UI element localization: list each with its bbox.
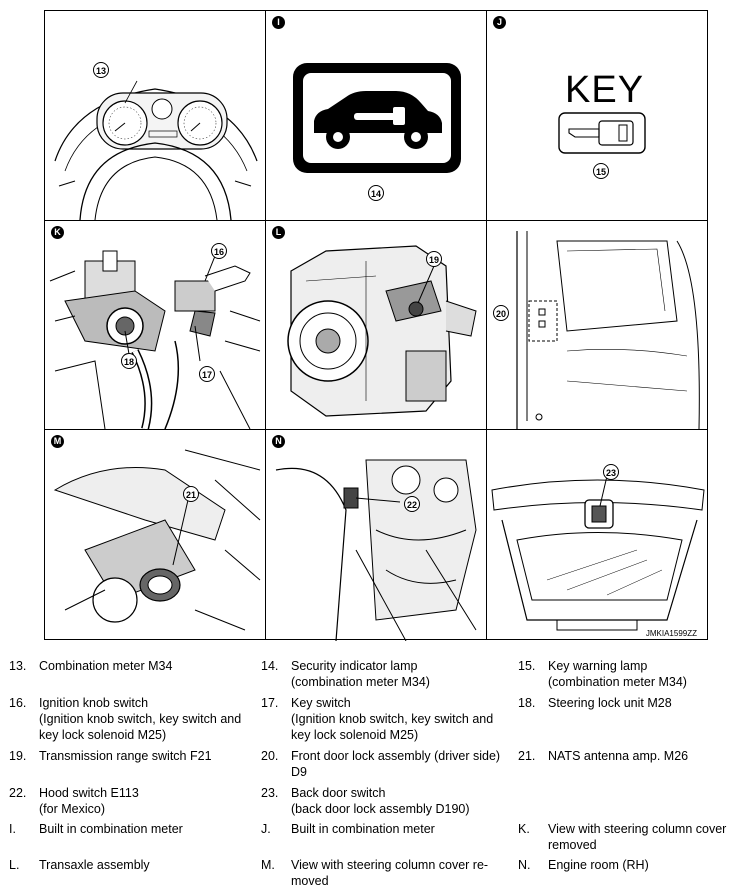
callout-20: 20 — [493, 305, 509, 321]
legend-text: Engine room (RH) — [548, 858, 649, 872]
legend-text: Transmission range switch F21 — [39, 749, 212, 763]
legend-text: Key warning lamp (combination meter M34) — [548, 659, 687, 689]
legend-number: 13. — [9, 659, 27, 673]
transaxle-illustration — [287, 245, 477, 417]
legend-text: NATS antenna amp. M26 — [548, 749, 689, 763]
panel-m: M 21 — [45, 430, 265, 641]
figure-code: JMKIA1599ZZ — [645, 629, 697, 638]
legend-text: Built in combination meter — [291, 822, 435, 836]
panel-back-door: 23 JMKIA1599ZZ — [487, 430, 709, 641]
callout-19: 19 — [426, 251, 442, 267]
legend-text: Front door lock assembly (driver side) D… — [291, 749, 501, 779]
panel-l: L 19 — [266, 221, 486, 429]
legend-text: Back door switch (back door lock assembl… — [291, 786, 470, 816]
grid-divider — [265, 11, 266, 639]
panel-letter-k: K — [51, 226, 64, 239]
legend-number: 15. — [518, 659, 536, 673]
legend-number: 23. — [261, 786, 279, 800]
callout-15: 15 — [593, 163, 609, 179]
panel-i: I 14 — [266, 11, 486, 220]
grid-divider — [45, 220, 707, 221]
legend-text: View with steering column cover removed — [548, 822, 727, 852]
callout-17: 17 — [199, 366, 215, 382]
callout-18: 18 — [121, 353, 137, 369]
legend-number: 16. — [9, 696, 27, 710]
panel-k: K 16 17 18 — [45, 221, 265, 429]
legend-number: N. — [518, 858, 531, 872]
callout-22: 22 — [404, 496, 420, 512]
panel-n: N 22 — [266, 430, 486, 641]
steering-column-illustration — [49, 250, 261, 429]
legend-number: 20. — [261, 749, 279, 763]
legend-number: K. — [518, 822, 530, 836]
security-indicator-icon — [293, 63, 461, 173]
legend-number: J. — [261, 822, 271, 836]
key-warning-text: KEY — [565, 69, 645, 111]
legend-number: 21. — [518, 749, 536, 763]
legend-text: Combination meter M34 — [39, 659, 173, 673]
callout-16: 16 — [211, 243, 227, 259]
legend-text: Steering lock unit M28 — [548, 696, 672, 710]
legend-text: Key switch (Ignition knob switch, key sw… — [291, 696, 494, 742]
callout-14: 14 — [368, 185, 384, 201]
callout-13: 13 — [93, 62, 109, 78]
engine-room-illustration — [275, 459, 477, 641]
callout-23: 23 — [603, 464, 619, 480]
key-warning-icon — [558, 112, 646, 154]
door-illustration — [516, 231, 700, 429]
panel-letter-i: I — [272, 16, 285, 29]
legend-text: Built in combination meter — [39, 822, 183, 836]
legend-text: Security indicator lamp (combination met… — [291, 659, 430, 689]
legend-text: View with steering column cover re- move… — [291, 858, 489, 888]
grid-divider — [486, 11, 487, 639]
legend-text: Ignition knob switch (Ignition knob swit… — [39, 696, 242, 742]
legend-number: L. — [9, 858, 20, 872]
callout-21: 21 — [183, 486, 199, 502]
panel-letter-j: J — [493, 16, 506, 29]
grid-divider — [45, 429, 707, 430]
legend-number: 18. — [518, 696, 536, 710]
legend-text: Transaxle assembly — [39, 858, 150, 872]
legend-number: I. — [9, 822, 16, 836]
panel-letter-n: N — [272, 435, 285, 448]
panel-door: 20 — [487, 221, 709, 429]
back-door-illustration — [491, 475, 705, 631]
panel-letter-l: L — [272, 226, 285, 239]
legend-number: 22. — [9, 786, 27, 800]
figure-frame: 13 I 14 J KEY 15 K — [44, 10, 709, 641]
legend-number: 17. — [261, 696, 279, 710]
panel-letter-m: M — [51, 435, 64, 448]
legend-number: 14. — [261, 659, 279, 673]
legend-text: Hood switch E113 (for Mexico) — [39, 786, 139, 816]
steering-column-m-illustration — [53, 449, 261, 631]
legend-number: M. — [261, 858, 275, 872]
panel-j: J KEY 15 — [487, 11, 709, 220]
legend-number: 19. — [9, 749, 27, 763]
combination-meter-illustration — [54, 80, 258, 220]
panel-combination-meter: 13 — [45, 11, 265, 220]
